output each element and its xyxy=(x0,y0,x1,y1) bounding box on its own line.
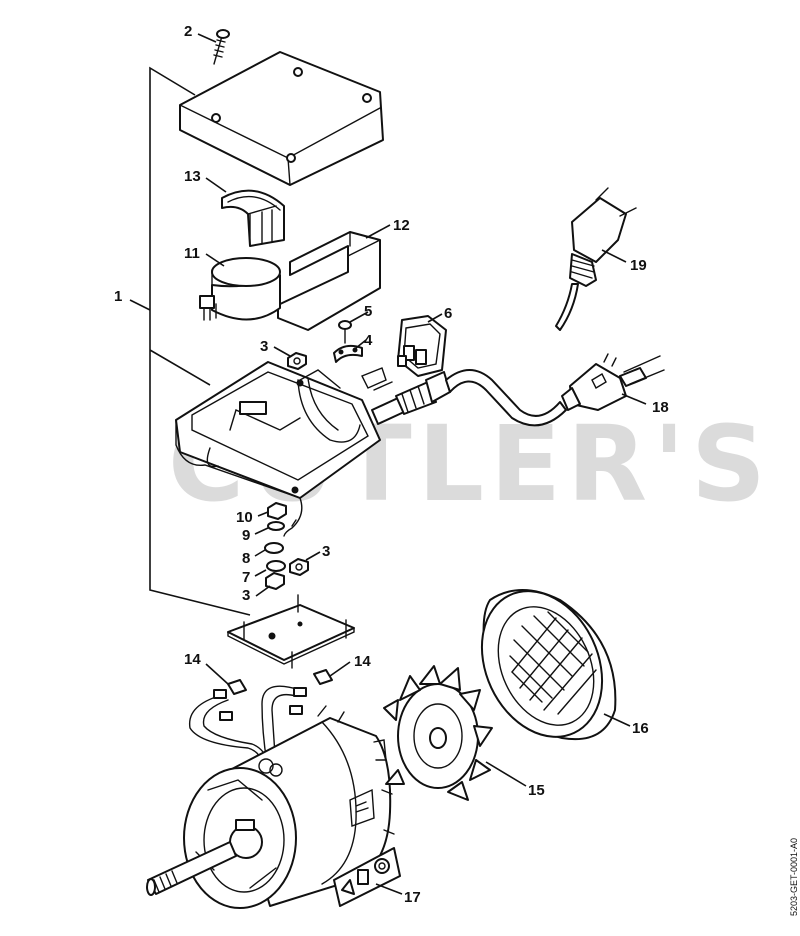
callout-11: 11 xyxy=(184,245,200,262)
callout-19: 19 xyxy=(630,257,647,274)
leader-4 xyxy=(355,339,367,349)
assembly-bracket xyxy=(149,66,251,616)
connector-part-14-right xyxy=(313,669,333,685)
plug-part-18 xyxy=(561,353,665,411)
leader-14a xyxy=(205,663,229,685)
leader-16 xyxy=(603,713,631,727)
callout-5: 5 xyxy=(364,303,372,320)
callout-17: 17 xyxy=(404,889,421,906)
leader-11 xyxy=(205,253,225,267)
callout-18: 18 xyxy=(652,399,669,416)
screw-part-5 xyxy=(338,320,352,344)
callout-3-right: 3 xyxy=(322,543,330,560)
fan-cover-part-16 xyxy=(480,589,617,741)
nut-part-3-upper xyxy=(287,352,307,370)
motor-body xyxy=(183,705,395,909)
document-code: 5203-GET-0001-A0 xyxy=(789,838,799,916)
terminal-box-part xyxy=(175,361,381,499)
power-cord-18 xyxy=(445,369,567,427)
callout-3-upper: 3 xyxy=(260,338,268,355)
terminal-board xyxy=(227,594,355,669)
leader-10 xyxy=(257,511,269,517)
capacitor-part-11 xyxy=(199,257,281,321)
motor-shaft xyxy=(146,841,237,896)
leader-7 xyxy=(254,569,267,577)
fan-part-15 xyxy=(383,665,493,801)
plug-part-19 xyxy=(555,187,637,331)
leader-15 xyxy=(485,761,527,787)
callout-12: 12 xyxy=(393,217,410,234)
leader-6 xyxy=(427,313,443,323)
callout-4: 4 xyxy=(364,332,373,349)
callout-9: 9 xyxy=(242,527,250,544)
screw-part-2 xyxy=(213,29,230,65)
callout-2: 2 xyxy=(184,23,192,40)
leader-1 xyxy=(129,299,151,311)
callout-1: 1 xyxy=(114,288,122,305)
callout-8: 8 xyxy=(242,550,250,567)
leader-3b xyxy=(305,551,321,561)
callout-7: 7 xyxy=(242,569,250,586)
leader-3a xyxy=(273,346,291,357)
callout-14-left: 14 xyxy=(184,651,201,668)
leader-14b xyxy=(329,661,351,677)
leader-18 xyxy=(621,393,647,405)
warning-label-part-17 xyxy=(333,847,401,907)
callout-14-right: 14 xyxy=(354,653,371,670)
switch-part-6 xyxy=(397,315,447,377)
callout-15: 15 xyxy=(528,782,545,799)
cover-part xyxy=(179,51,384,186)
fastener-stack xyxy=(264,497,303,590)
callout-3-lower: 3 xyxy=(242,587,250,604)
leader-8 xyxy=(254,549,266,557)
leader-9 xyxy=(254,527,269,535)
callout-16: 16 xyxy=(632,720,649,737)
connector-part-14-left xyxy=(227,679,247,695)
callout-10: 10 xyxy=(236,509,253,526)
leader-13 xyxy=(205,177,227,193)
leader-19 xyxy=(601,249,627,263)
nut-part-3-lower xyxy=(289,558,309,576)
cable-gland xyxy=(361,367,451,425)
leader-5 xyxy=(349,311,369,323)
cable-clamp-part-13 xyxy=(221,189,285,247)
insulation-sleeve-part-12 xyxy=(277,231,381,331)
leader-3c xyxy=(255,585,271,597)
callout-6: 6 xyxy=(444,305,452,322)
callout-13: 13 xyxy=(184,168,201,185)
leader-2 xyxy=(197,33,217,43)
leader-17 xyxy=(375,883,403,895)
strain-relief-part-4 xyxy=(333,344,363,363)
leader-12 xyxy=(365,224,391,239)
